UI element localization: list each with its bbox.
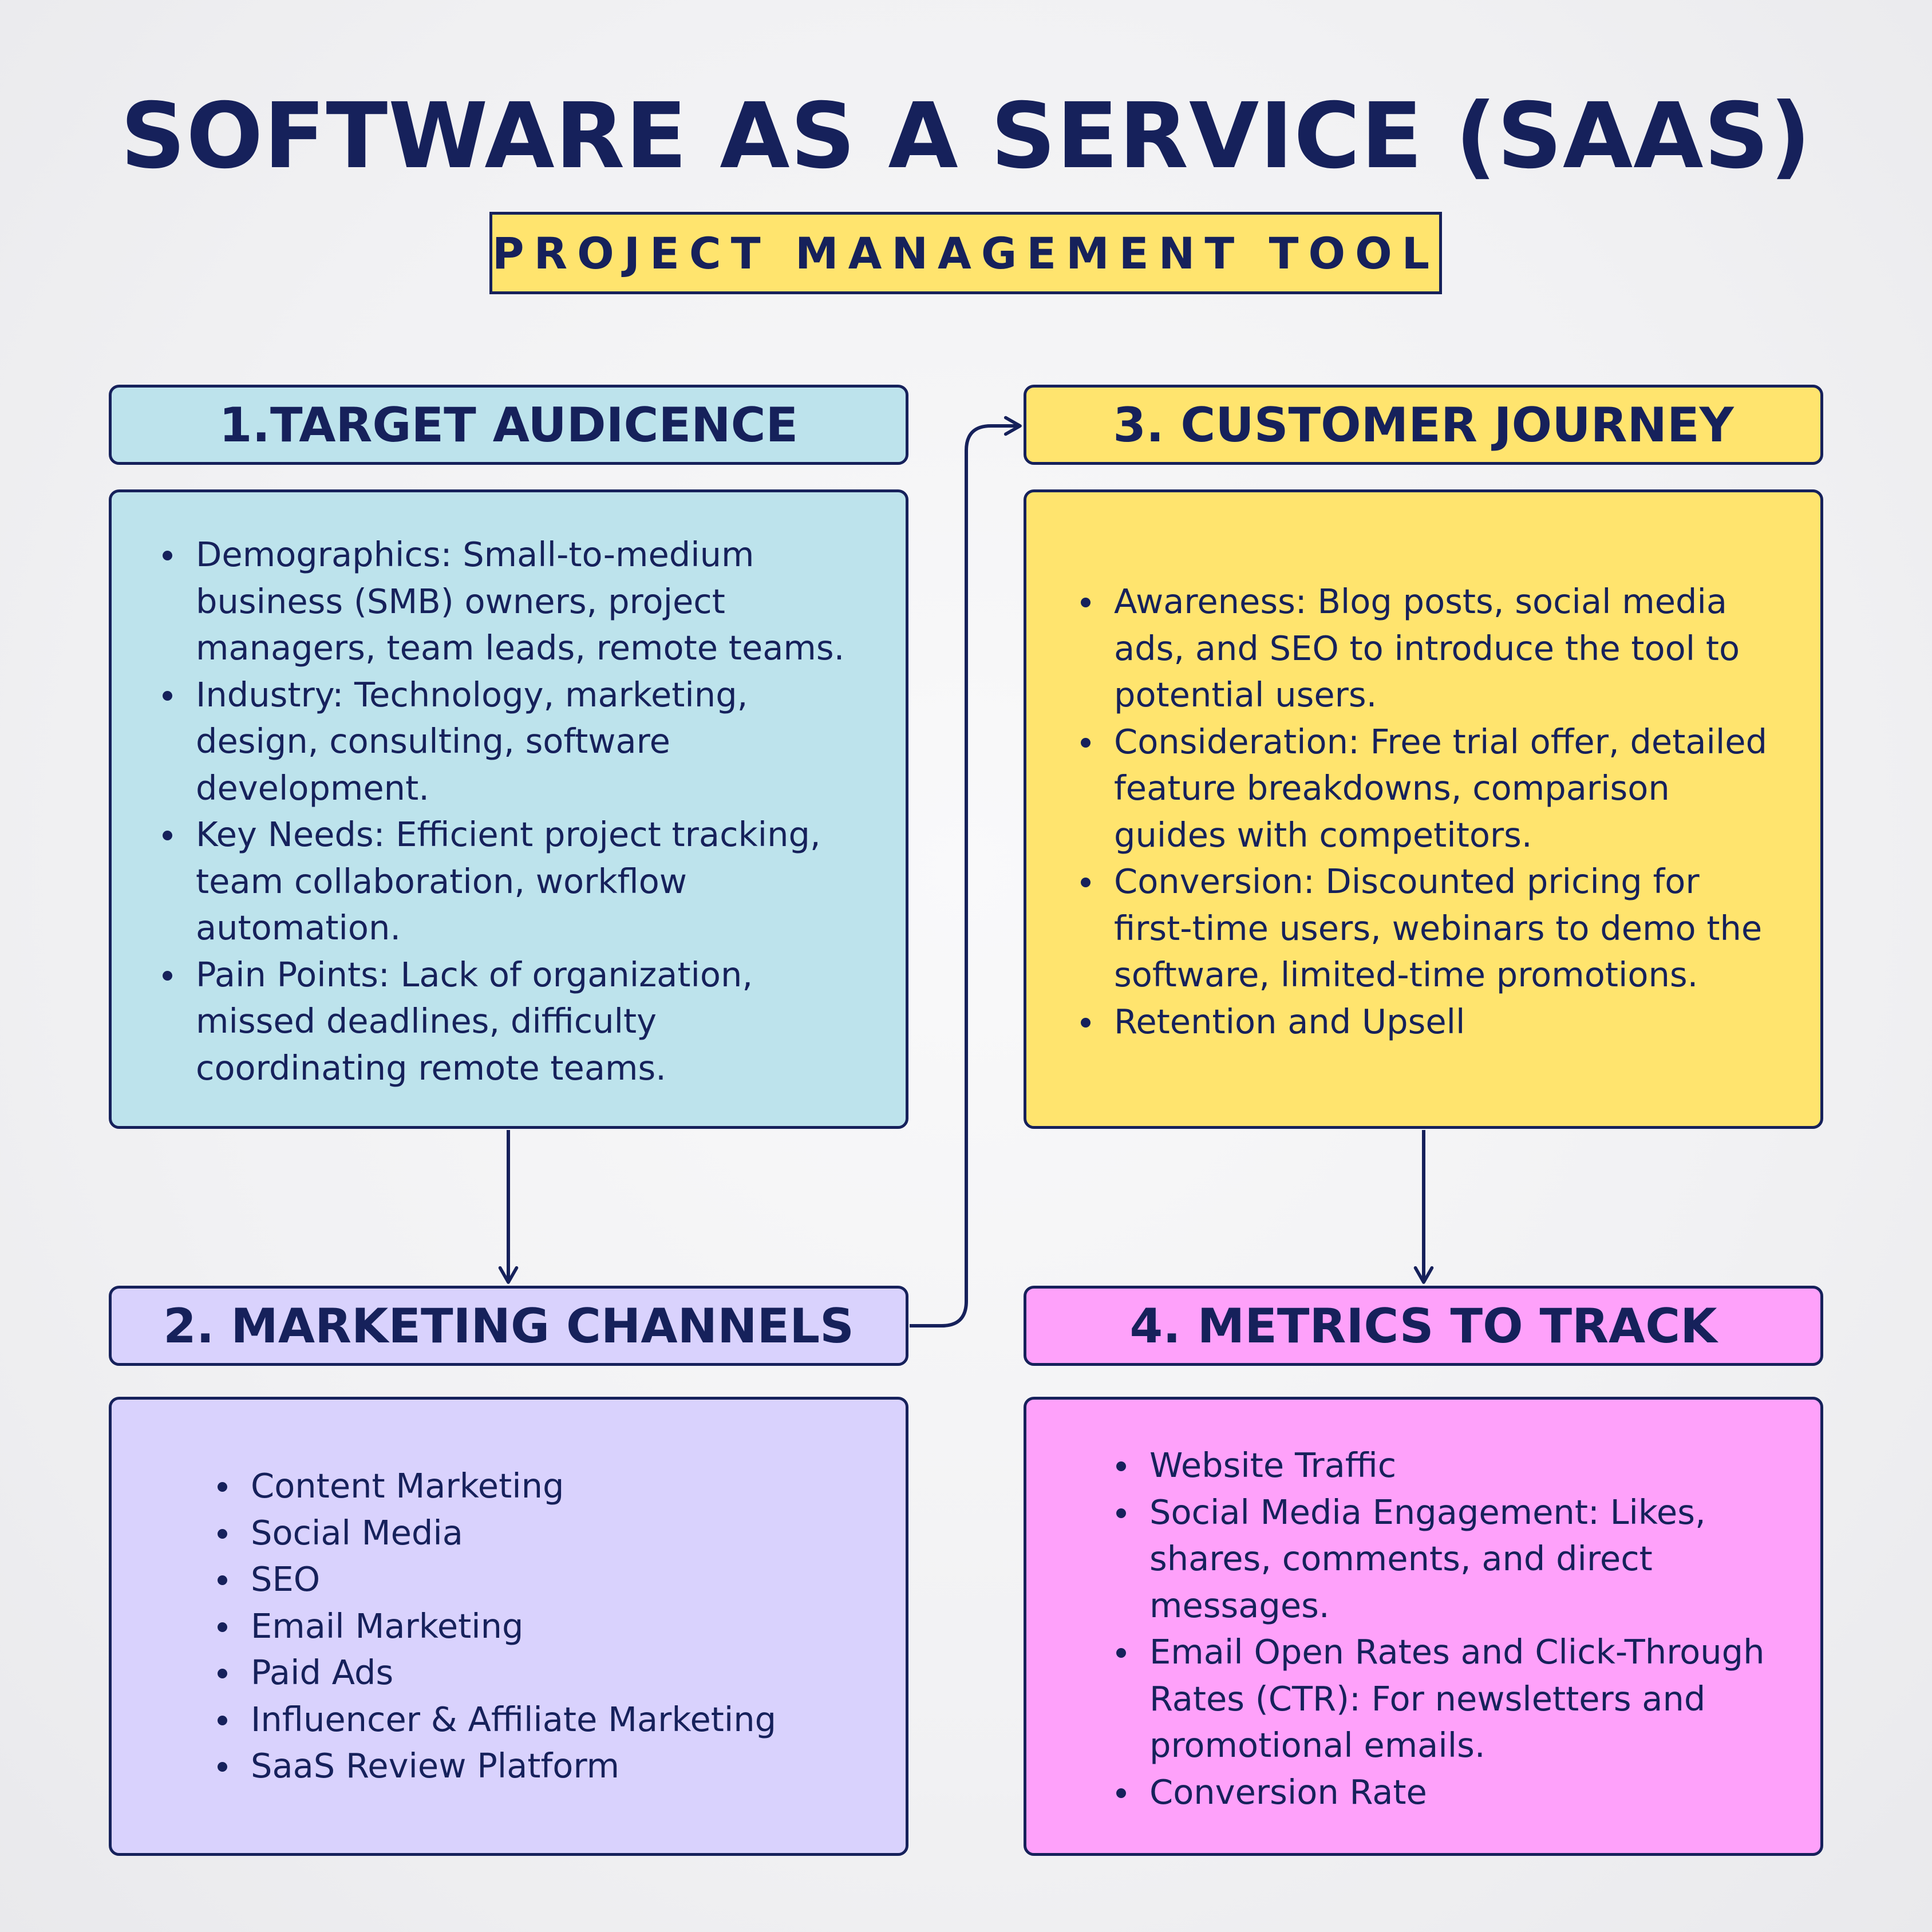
list-item: SaaS Review Platform — [217, 1743, 776, 1789]
list-item-line: Social Media Engagement: Likes, — [1149, 1492, 1706, 1532]
list-item-line: Conversion Rate — [1149, 1772, 1427, 1812]
target-audience-panel: Demographics: Small-to-medium business (S… — [109, 489, 908, 1129]
list-item-line: missed deadlines, difficulty — [196, 1001, 657, 1041]
list-item-line: automation. — [196, 908, 401, 947]
list-item-line: guides with competitors. — [1114, 815, 1532, 855]
metrics-heading: 4. METRICS TO TRACK — [1129, 1298, 1717, 1354]
list-item-line: Email Open Rates and Click-Through — [1149, 1632, 1765, 1672]
list-item-line: Social Media — [251, 1512, 463, 1552]
list-item-line: Conversion: Discounted pricing for — [1114, 862, 1700, 901]
list-item: Key Needs: Efficient project tracking, te… — [162, 811, 844, 951]
list-item-line: SEO — [251, 1559, 321, 1599]
list-item: Influencer & Affiliate Marketing — [217, 1696, 777, 1743]
list-item-line: Website Traffic — [1149, 1445, 1397, 1485]
list-item: Demographics: Small-to-medium business (S… — [162, 531, 845, 671]
list-item: Conversion: Discounted pricing for first-… — [1080, 858, 1767, 998]
list-item-line: software, limited-time promotions. — [1114, 955, 1698, 994]
list-item: Awareness: Blog posts, social media ads, … — [1080, 578, 1767, 718]
page-subtitle-banner: PROJECT MANAGEMENT TOOL — [489, 212, 1442, 294]
marketing-channels-heading-box: 2. MARKETING CHANNELS — [109, 1286, 908, 1366]
list-item: Paid Ads — [217, 1649, 776, 1696]
list-item-line: Rates (CTR): For newsletters and — [1149, 1678, 1706, 1718]
arrow-channels-to-journey — [910, 416, 1022, 1327]
customer-journey-heading-box: 3. CUSTOMER JOURNEY — [1024, 385, 1823, 465]
list-item: Content Marketing — [217, 1463, 776, 1510]
list-item-line: Influencer & Affiliate Marketing — [251, 1699, 777, 1739]
list-item: Website Traffic — [1116, 1442, 1765, 1489]
list-item-line: SaaS Review Platform — [251, 1746, 620, 1785]
list-item: Email Marketing — [217, 1603, 776, 1650]
customer-journey-list: Awareness: Blog posts, social media ads, … — [1080, 578, 1768, 1045]
list-item: Conversion Rate — [1116, 1769, 1765, 1816]
list-item: Industry: Technology, marketing, design, … — [162, 671, 844, 812]
list-item-line: Retention and Upsell — [1114, 1001, 1465, 1041]
list-item-line: first-time users, webinars to demo the — [1114, 908, 1763, 948]
list-item-line: Paid Ads — [251, 1653, 394, 1692]
list-item-line: Demographics: Small-to-medium — [196, 535, 754, 574]
list-item-line: Content Marketing — [251, 1466, 564, 1506]
page-title: SOFTWARE AS A SERVICE (SAAS) — [120, 84, 1812, 189]
list-item-line: development. — [196, 768, 429, 808]
list-item-line: Pain Points: Lack of organization, — [196, 954, 753, 994]
customer-journey-heading: 3. CUSTOMER JOURNEY — [1113, 397, 1734, 453]
list-item-line: coordinating remote teams. — [196, 1048, 666, 1088]
list-item: Retention and Upsell — [1080, 998, 1767, 1045]
list-item-line: potential users. — [1114, 675, 1377, 714]
list-item-line: messages. — [1149, 1585, 1330, 1625]
page-subtitle: PROJECT MANAGEMENT TOOL — [492, 227, 1440, 279]
customer-journey-panel: Awareness: Blog posts, social media ads, … — [1024, 489, 1823, 1129]
target-audience-heading-box: 1.TARGET AUDICENCE — [109, 385, 908, 465]
list-item: Consideration: Free trial offer, detaile… — [1080, 718, 1768, 859]
list-item-line: Awareness: Blog posts, social media — [1114, 582, 1728, 621]
list-item-line: Consideration: Free trial offer, detaile… — [1114, 721, 1768, 761]
list-item-line: shares, comments, and direct — [1149, 1539, 1653, 1578]
marketing-channels-heading: 2. MARKETING CHANNELS — [163, 1298, 854, 1354]
list-item: Social Media — [217, 1510, 776, 1556]
list-item: Social Media Engagement: Likes, shares, c… — [1116, 1489, 1765, 1629]
list-item-line: business (SMB) owners, project — [196, 581, 725, 621]
list-item-line: promotional emails. — [1149, 1725, 1485, 1765]
list-item-line: Email Marketing — [251, 1606, 524, 1646]
list-item-line: team collaboration, workflow — [196, 861, 688, 901]
list-item-line: ads, and SEO to introduce the tool to — [1114, 628, 1740, 668]
target-audience-heading: 1.TARGET AUDICENCE — [219, 397, 799, 453]
list-item-line: Industry: Technology, marketing, — [196, 674, 748, 714]
list-item: SEO — [217, 1556, 776, 1603]
list-item-line: feature breakdowns, comparison — [1114, 768, 1670, 808]
list-item-line: Key Needs: Efficient project tracking, — [196, 815, 821, 854]
list-item-line: design, consulting, software — [196, 721, 670, 761]
list-item: Pain Points: Lack of organization, missed… — [162, 951, 844, 1092]
target-audience-list: Demographics: Small-to-medium business (S… — [162, 531, 845, 1092]
metrics-heading-box: 4. METRICS TO TRACK — [1024, 1286, 1823, 1366]
list-item-line: managers, team leads, remote teams. — [196, 628, 845, 667]
